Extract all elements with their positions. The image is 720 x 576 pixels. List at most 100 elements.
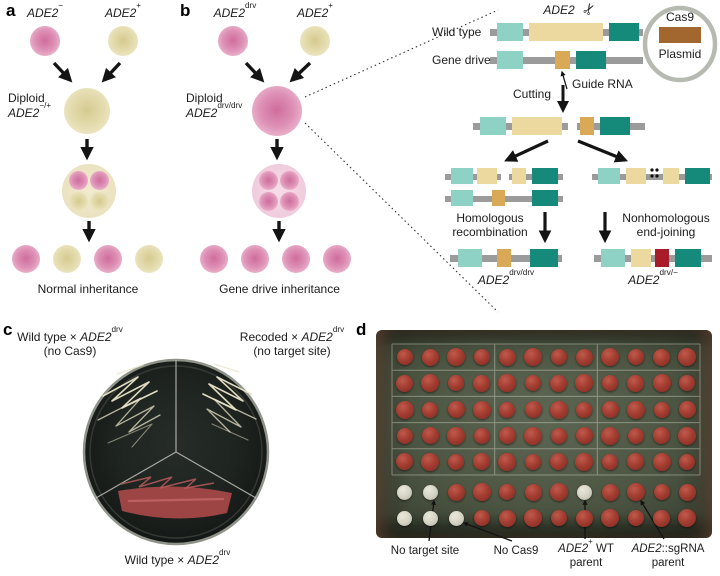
spore-cell: [282, 245, 310, 273]
spore-cell: [259, 192, 278, 211]
colony-red: [627, 427, 644, 444]
diploid-cell-b: [252, 86, 302, 136]
nhej-result-label: ADE2drv/−: [628, 268, 678, 287]
panel-a-letter: a: [6, 1, 16, 20]
colony-red: [602, 375, 619, 392]
colony-red: [421, 348, 439, 366]
cutting-label: Cutting: [513, 87, 552, 101]
colony-red: [601, 509, 620, 527]
panel-a-parent2-label: ADE2+: [104, 1, 142, 20]
dish-label-wt-drive: Wild type × ADE2drv: [124, 548, 231, 567]
colony-red: [396, 427, 413, 444]
colony-red: [447, 483, 465, 501]
colony-red: [678, 348, 697, 367]
colony-red: [421, 374, 440, 393]
gene-drive-construct: [490, 51, 643, 69]
spore-cell: [323, 245, 351, 273]
colony-red: [498, 427, 516, 445]
colony-red: [679, 453, 696, 470]
colony-red: [678, 401, 696, 418]
colony-red: [524, 401, 542, 418]
gene-drive-label: Gene drive: [432, 53, 491, 67]
colony-white: [397, 484, 413, 500]
colony-white: [448, 510, 464, 526]
colony-red: [679, 375, 696, 392]
repair-branch-arrows: [504, 139, 628, 163]
petri-dish: [82, 358, 270, 546]
colony-red: [447, 426, 466, 445]
colony-red: [473, 427, 490, 444]
wild-type-label: Wild type: [432, 25, 482, 39]
colony-red: [524, 509, 543, 527]
colony-red: [627, 374, 645, 392]
colony-white: [576, 484, 592, 500]
colony-red: [653, 401, 670, 418]
tetrad-a: [62, 164, 116, 218]
colony-red: [473, 374, 491, 392]
colony-white: [422, 510, 438, 526]
colony-red: [652, 452, 671, 471]
colony-red: [421, 427, 439, 445]
colony-grid: [376, 330, 712, 538]
colony-red: [549, 483, 568, 501]
colony-red: [396, 374, 414, 392]
spore-cell: [90, 171, 109, 190]
colony-red: [473, 453, 491, 471]
hr-template-construct: [445, 190, 563, 206]
colony-red: [653, 427, 670, 445]
colony-red: [678, 509, 697, 527]
dish-sector-lines: [95, 360, 257, 499]
colony-red: [601, 348, 620, 367]
streak-red-wt-drive: [118, 476, 232, 519]
spore-cell: [53, 245, 81, 273]
colony-red: [498, 348, 516, 366]
callout-no-cas9: No Cas9: [493, 545, 539, 557]
colony-red: [627, 510, 644, 526]
cas9-label: Cas9: [665, 10, 694, 24]
colony-red: [498, 509, 516, 527]
spore-cell: [12, 245, 40, 273]
spore-cell: [90, 192, 109, 211]
nhej-joined-construct: [592, 168, 712, 184]
nhej-result-construct: [594, 249, 712, 267]
panel-a-parent1-label: ADE2−: [26, 1, 64, 20]
colony-red: [422, 401, 439, 418]
callout-wt-parent: ADE2+ WT parent: [558, 536, 614, 569]
colony-red: [550, 427, 567, 444]
hr-result-label: ADE2drv/drv: [477, 268, 535, 287]
nhej-label: Nonhomologous end-joining: [622, 211, 710, 240]
colony-red: [549, 400, 568, 419]
colony-red: [524, 426, 543, 445]
colony-red: [575, 374, 594, 393]
spore-cell: [200, 245, 228, 273]
dish-label-no-target: Recoded × ADE2drv (no target site): [239, 325, 345, 359]
cell-ade2-plus: [108, 26, 138, 56]
panel-b-letter: b: [180, 1, 191, 20]
colony-red: [447, 401, 465, 418]
colony-red: [448, 375, 465, 392]
colony-red: [602, 453, 619, 470]
colony-red: [524, 483, 542, 501]
panel-b-parent1-label: ADE2drv: [213, 1, 257, 20]
colony-red: [498, 452, 517, 471]
diploid-cell-a: [64, 88, 110, 134]
tetrad-b: [252, 164, 306, 218]
panel-c-letter: c: [3, 320, 13, 339]
panel-a-diploid-genotype: ADE2−/+: [8, 101, 52, 120]
colony-red: [550, 349, 567, 366]
colony-red: [653, 348, 670, 366]
colony-white: [397, 510, 413, 526]
colony-red: [499, 401, 516, 418]
colony-red: [627, 453, 645, 471]
colony-red: [525, 375, 542, 392]
ade2-gene-label: ADE2: [543, 3, 575, 17]
colony-red: [396, 349, 413, 366]
callout-sgrna-parent: ADE2::sgRNA parent: [631, 543, 705, 569]
colony-red: [653, 484, 670, 500]
cut-construct: [473, 117, 645, 135]
colony-red: [626, 483, 645, 501]
colony-red: [678, 426, 697, 445]
wild-type-construct: [490, 23, 643, 41]
colony-red: [550, 510, 567, 526]
colony-red: [550, 374, 568, 392]
